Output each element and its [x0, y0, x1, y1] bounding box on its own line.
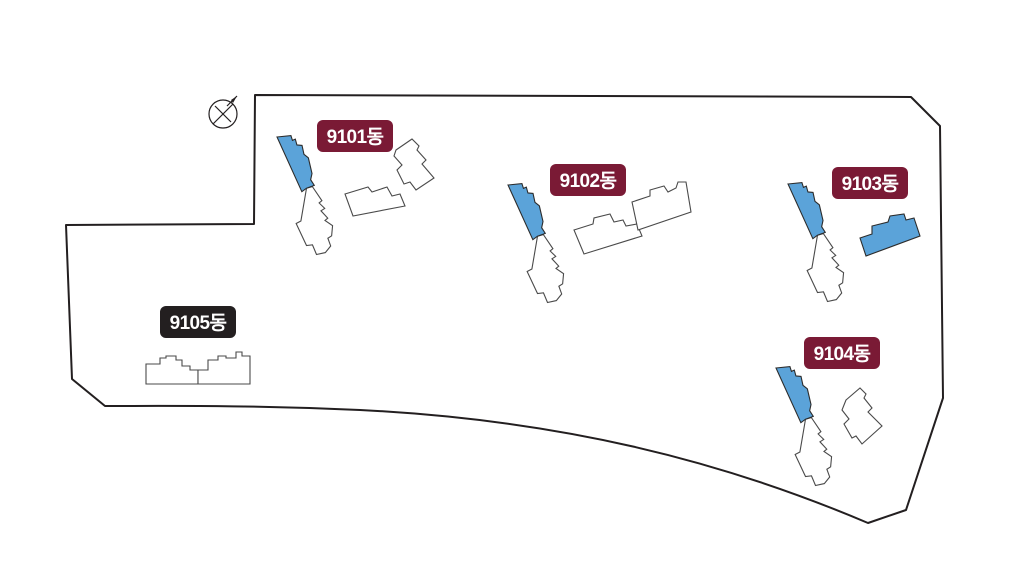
building-9101-annex [344, 138, 435, 217]
building-9102-annex [573, 181, 692, 255]
building-9101[interactable]: 9101동 [276, 120, 435, 258]
building-9105[interactable]: 9105동 [145, 306, 251, 385]
tag-9101-label: 9101동 [327, 127, 384, 148]
tag-9105[interactable]: 9105동 [160, 306, 236, 338]
tag-9103[interactable]: 9103동 [832, 167, 908, 199]
tag-9102-bg [550, 164, 626, 196]
tag-9101[interactable]: 9101동 [317, 120, 393, 152]
tag-9105-bg [160, 306, 236, 338]
building-9102[interactable]: 9102동 [507, 164, 692, 306]
tag-9103-label: 9103동 [842, 174, 899, 195]
tag-9104-bg [804, 337, 880, 369]
tag-9105-label: 9105동 [170, 313, 227, 334]
tag-9101-bg [317, 120, 393, 152]
tag-9104[interactable]: 9104동 [804, 337, 880, 369]
building-9103[interactable]: 9103동 [787, 167, 921, 305]
building-9104-annex [841, 387, 883, 445]
tag-9102-label: 9102동 [560, 171, 617, 192]
building-9103-annex [859, 213, 921, 257]
building-9104[interactable]: 9104동 [775, 337, 883, 489]
tag-9104-label: 9104동 [814, 344, 871, 365]
building-9105-units [145, 351, 251, 385]
north-arrow-icon [208, 95, 238, 129]
tag-9102[interactable]: 9102동 [550, 164, 626, 196]
tag-9103-bg [832, 167, 908, 199]
site-boundary [65, 94, 944, 524]
